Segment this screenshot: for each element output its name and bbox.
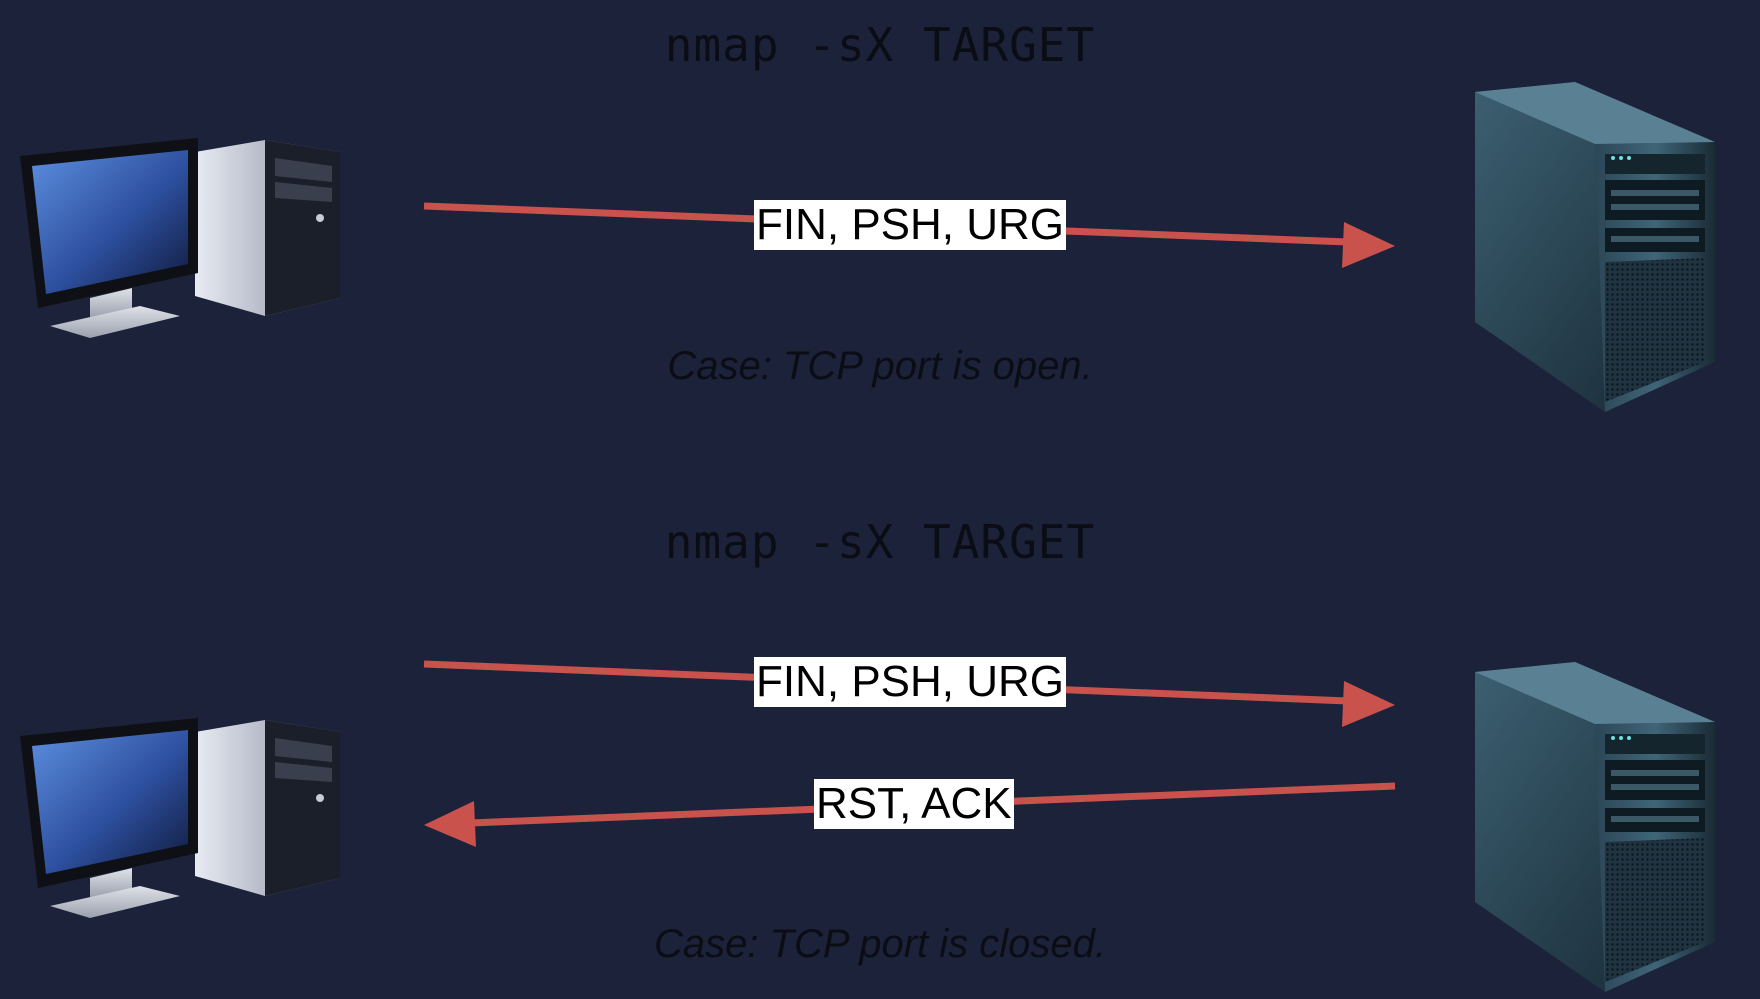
scan-command-closed: nmap -sX TARGET bbox=[664, 515, 1096, 569]
probe-flags-label-open: FIN, PSH, URG bbox=[754, 200, 1067, 250]
scan-command-open: nmap -sX TARGET bbox=[664, 18, 1096, 72]
caption-open: Case: TCP port is open. bbox=[667, 344, 1093, 388]
response-flags-label-closed: RST, ACK bbox=[814, 779, 1014, 829]
probe-flags-label-closed: FIN, PSH, URG bbox=[754, 657, 1067, 707]
caption-closed: Case: TCP port is closed. bbox=[653, 922, 1106, 966]
